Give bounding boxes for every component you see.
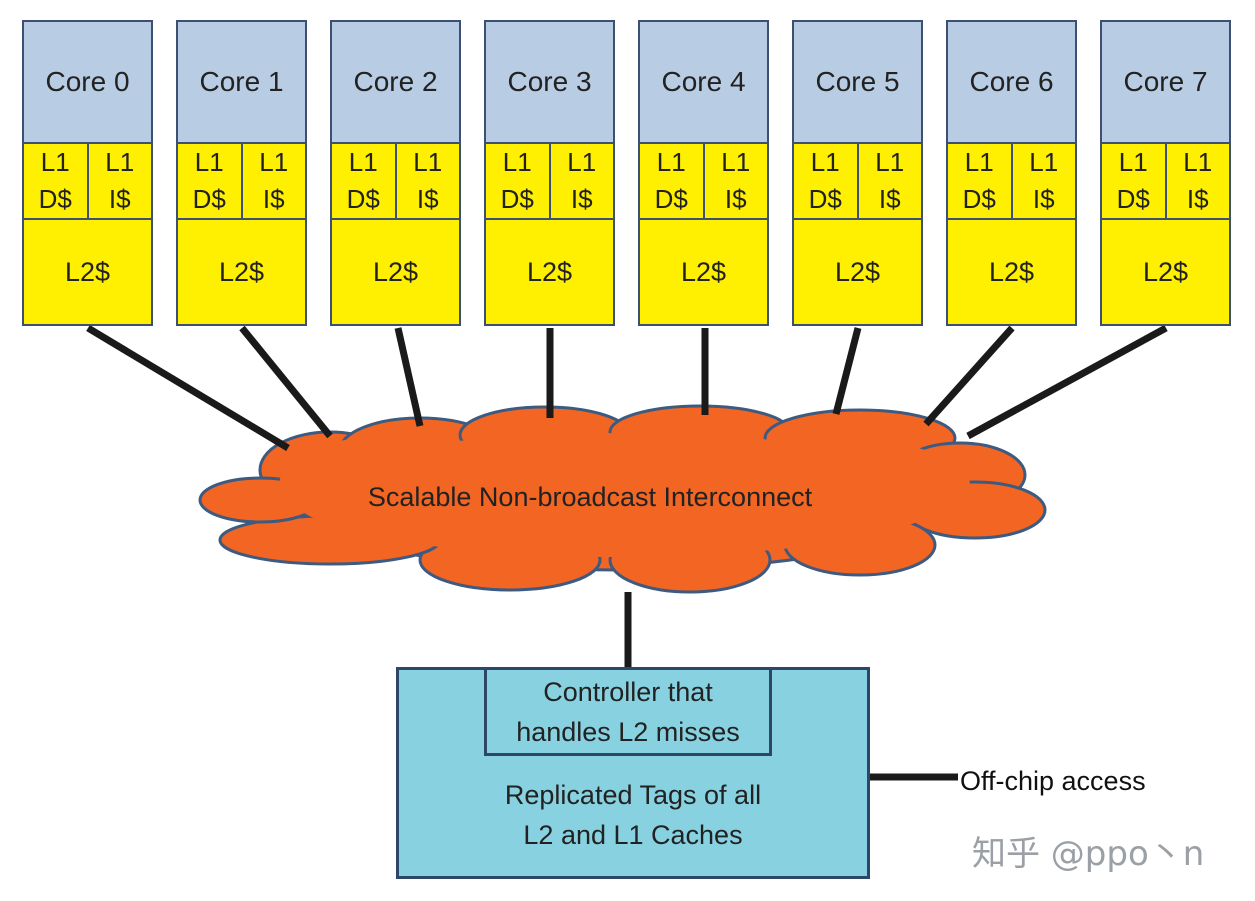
l1i-line-1: L1 <box>105 147 135 177</box>
l1i-line-2: I$ <box>724 184 747 214</box>
l1d-line-1: L1 <box>810 147 840 177</box>
core-link-5 <box>832 327 862 415</box>
l1i-line-2: I$ <box>416 184 439 214</box>
l1i-line-1: L1 <box>1183 147 1213 177</box>
core-label: Core 1 <box>178 22 305 144</box>
core-link-1 <box>239 325 333 439</box>
core-label: Core 6 <box>948 22 1075 144</box>
l2-cache: L2$ <box>218 256 265 287</box>
core-link-0 <box>86 324 290 452</box>
core-label: Core 0 <box>24 22 151 144</box>
core-links <box>86 324 1168 452</box>
l1d-line-2: D$ <box>808 184 842 214</box>
l1d-line-1: L1 <box>502 147 532 177</box>
interconnect-label: Scalable Non-broadcast Interconnect <box>367 482 813 512</box>
l2-cache: L2$ <box>64 256 111 287</box>
l1d-line-2: D$ <box>654 184 688 214</box>
l1d-line-1: L1 <box>348 147 378 177</box>
tags-line-1: Replicated Tags of all <box>504 780 762 810</box>
l2-cache: L2$ <box>988 256 1035 287</box>
replicated-tags-label: Replicated Tags of all L2 and L1 Caches <box>396 775 870 855</box>
l1i-line-1: L1 <box>413 147 443 177</box>
core-label: Core 3 <box>486 22 613 144</box>
controller-l2-miss-box: Controller that handles L2 misses <box>484 667 772 756</box>
l1i-line-2: I$ <box>108 184 131 214</box>
l1i-line-2: I$ <box>570 184 593 214</box>
core-label: Core 2 <box>332 22 459 144</box>
l2-cache: L2$ <box>372 256 419 287</box>
l1i-line-1: L1 <box>1029 147 1059 177</box>
l1i-line-1: L1 <box>721 147 751 177</box>
watermark: 知乎 @ppo丶n <box>972 834 1205 874</box>
l2-cache: L2$ <box>1142 256 1189 287</box>
l1d-line-2: D$ <box>192 184 226 214</box>
l2-cache: L2$ <box>680 256 727 287</box>
core-link-6 <box>923 325 1015 427</box>
tags-line-2: L2 and L1 Caches <box>523 820 743 850</box>
l1d-line-2: D$ <box>346 184 380 214</box>
l1i-line-2: I$ <box>1032 184 1055 214</box>
core-label: Core 7 <box>1102 22 1229 144</box>
core-link-7 <box>966 324 1168 440</box>
offchip-label: Off-chip access <box>960 766 1146 796</box>
l1d-line-1: L1 <box>194 147 224 177</box>
l1i-line-1: L1 <box>259 147 289 177</box>
l1d-line-2: D$ <box>38 184 72 214</box>
l1d-line-1: L1 <box>964 147 994 177</box>
l1d-line-2: D$ <box>500 184 534 214</box>
l1d-line-2: D$ <box>962 184 996 214</box>
l1d-line-2: D$ <box>1116 184 1150 214</box>
l2-cache: L2$ <box>526 256 573 287</box>
l1i-line-1: L1 <box>875 147 905 177</box>
controller-line-2: handles L2 misses <box>516 716 740 747</box>
controller-line-1: Controller that <box>543 676 713 707</box>
core-label: Core 4 <box>640 22 767 144</box>
l1i-line-2: I$ <box>262 184 285 214</box>
l1d-line-1: L1 <box>1118 147 1148 177</box>
core-link-2 <box>394 327 424 427</box>
l1d-line-1: L1 <box>656 147 686 177</box>
core-label: Core 5 <box>794 22 921 144</box>
l1d-line-1: L1 <box>40 147 70 177</box>
l2-cache: L2$ <box>834 256 881 287</box>
l1i-line-2: I$ <box>878 184 901 214</box>
l1i-line-1: L1 <box>567 147 597 177</box>
l1i-line-2: I$ <box>1186 184 1209 214</box>
